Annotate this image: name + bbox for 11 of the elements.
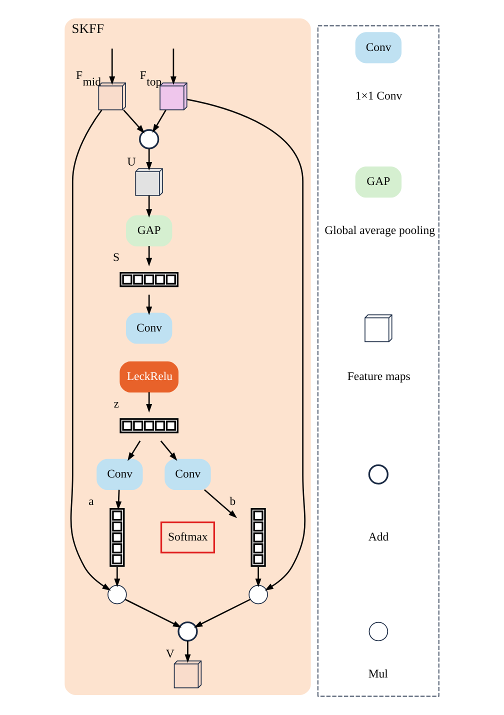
- node-label: b: [230, 494, 236, 508]
- node-label: z: [114, 397, 120, 410]
- node-label: a: [88, 494, 94, 508]
- node-label: S: [112, 251, 120, 264]
- node-label: Add: [368, 530, 389, 544]
- node-label: V: [166, 648, 174, 661]
- node-label: Global average pooling: [324, 224, 435, 237]
- node-label: U: [127, 155, 136, 168]
- node-label: Feature maps: [347, 370, 410, 384]
- node-label: Mul: [368, 667, 388, 680]
- node-label: 1×1 Conv: [355, 89, 402, 102]
